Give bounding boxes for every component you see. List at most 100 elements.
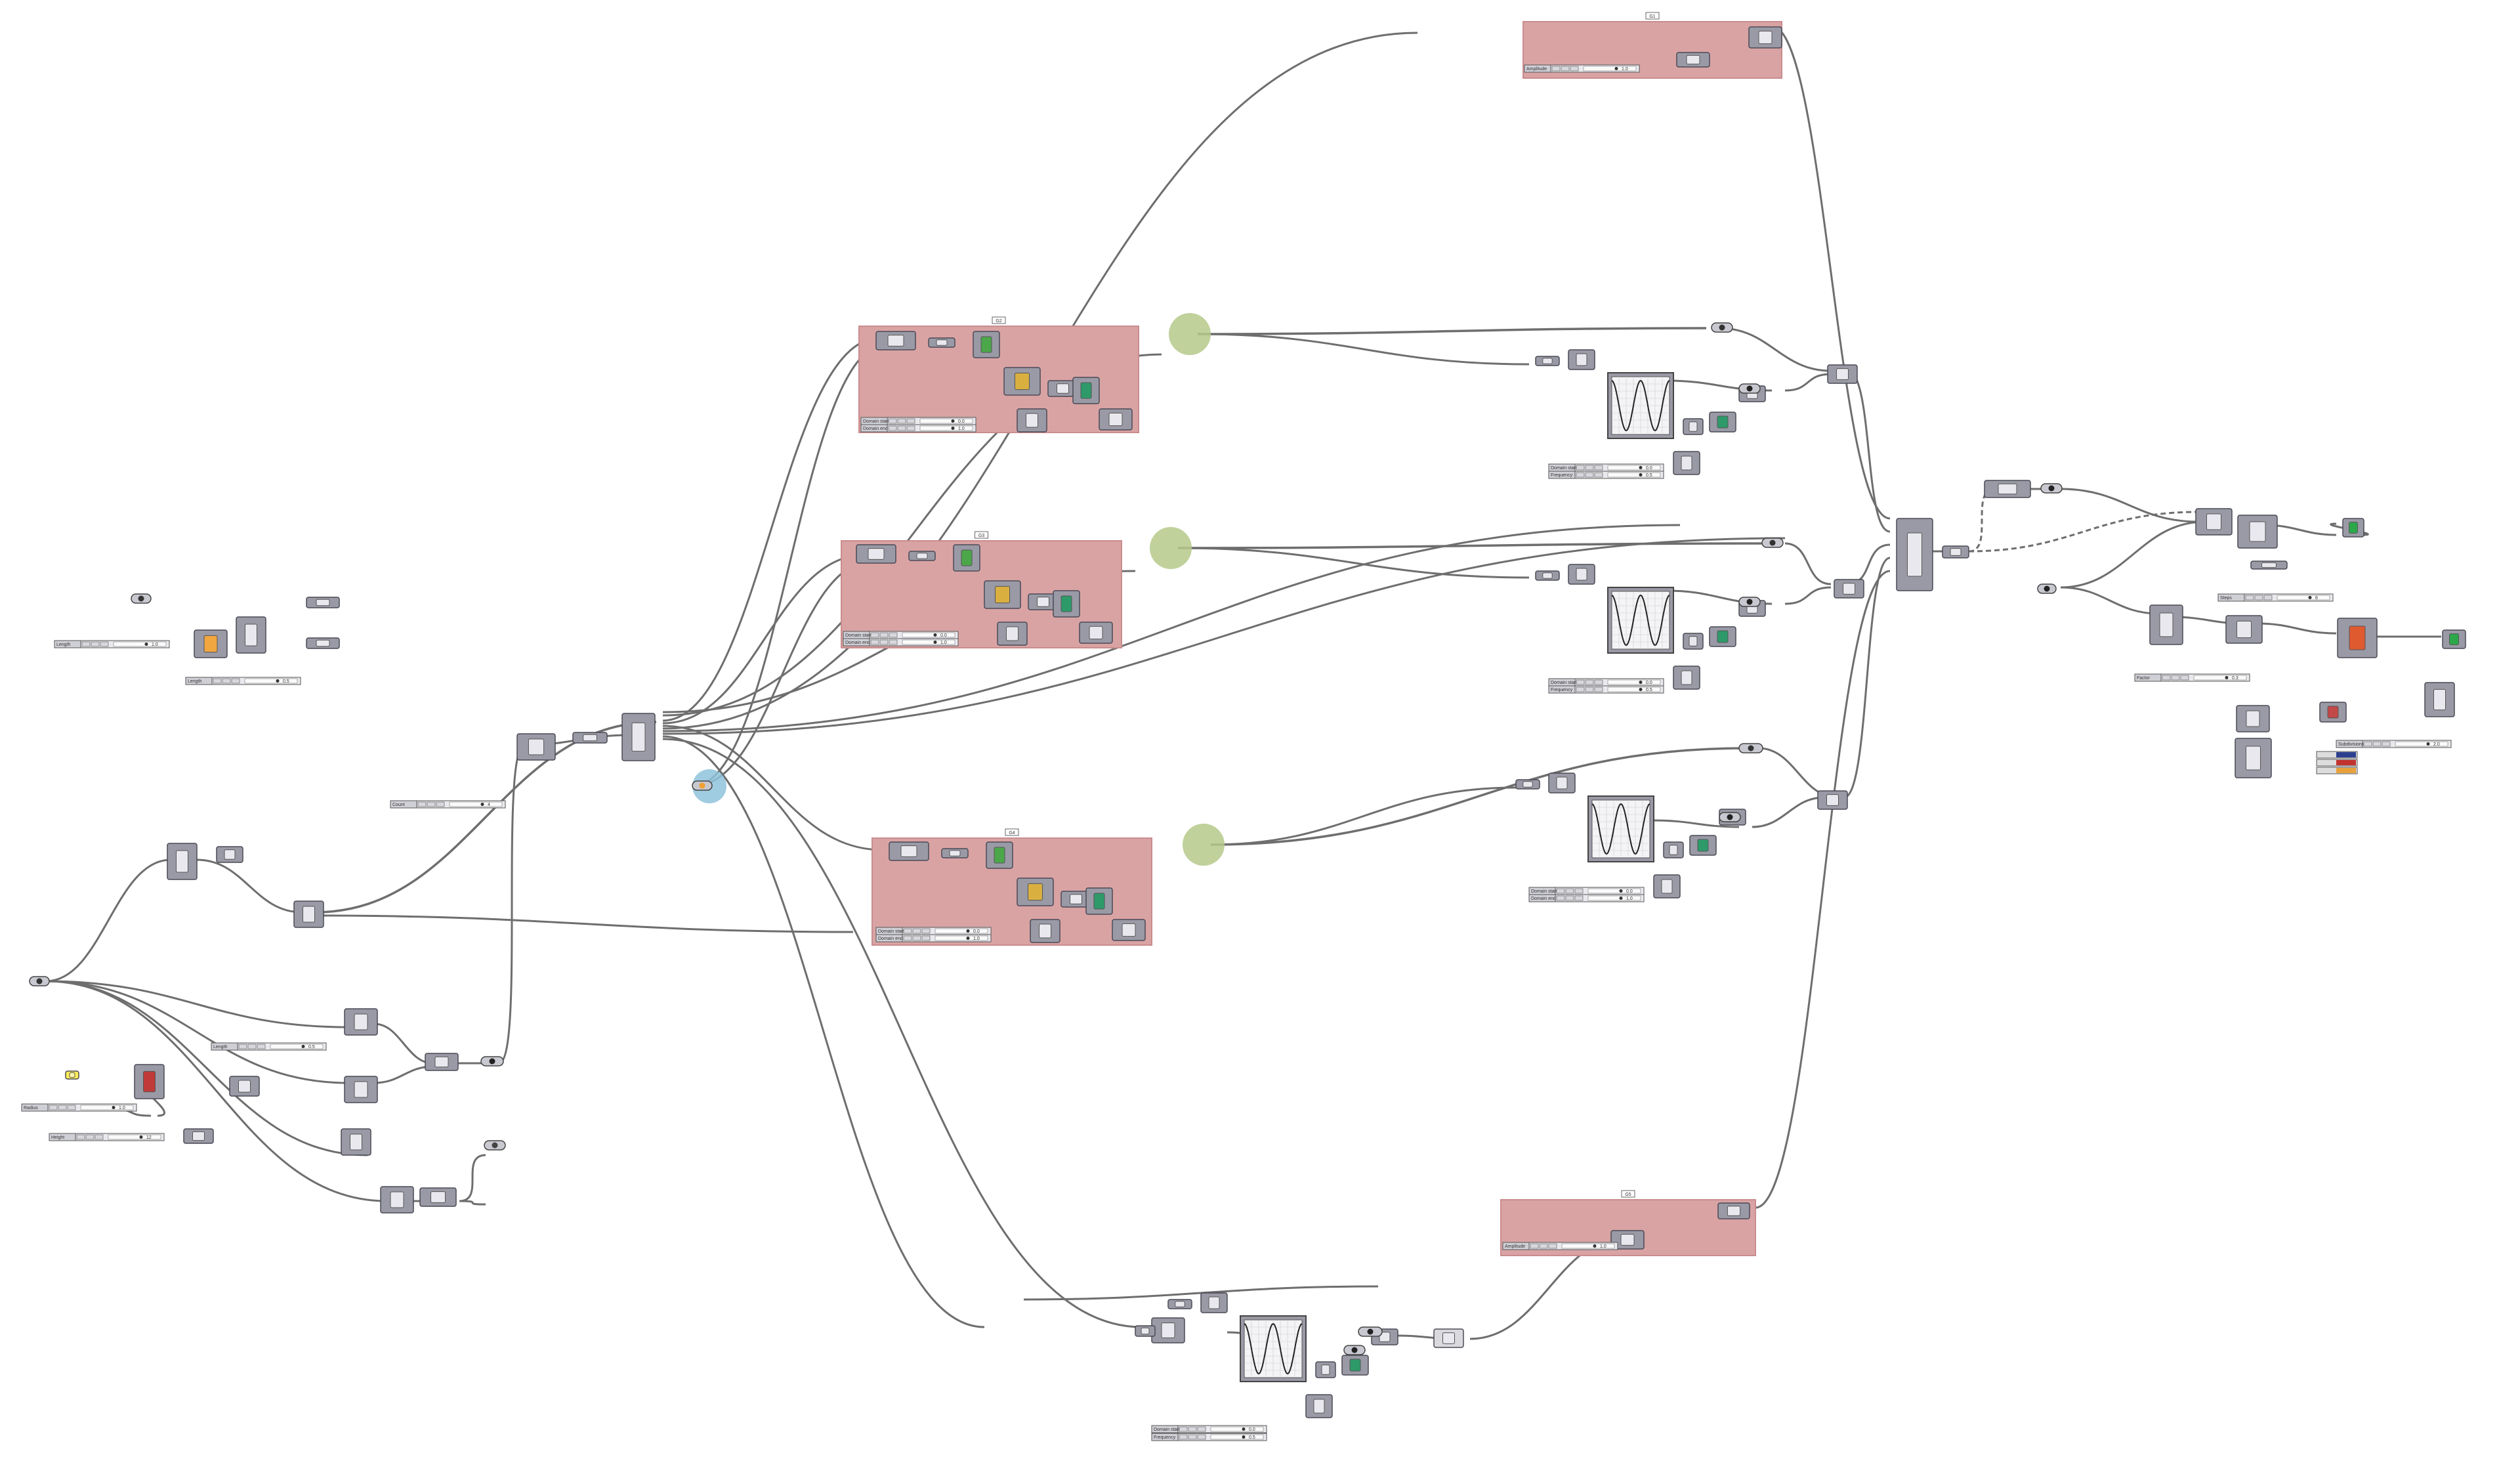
line2-component[interactable] bbox=[425, 1053, 459, 1071]
join-node-3[interactable] bbox=[1817, 790, 1848, 810]
circle-component[interactable] bbox=[229, 1076, 260, 1097]
relay-component[interactable] bbox=[1942, 545, 1969, 559]
plane-component[interactable] bbox=[216, 846, 243, 863]
slider-grip[interactable] bbox=[1619, 897, 1623, 900]
sine-node[interactable] bbox=[1568, 564, 1595, 585]
deconstruct-node[interactable] bbox=[1079, 622, 1113, 644]
slider-grip[interactable] bbox=[966, 937, 970, 940]
list-item-node[interactable] bbox=[1653, 874, 1681, 899]
curve-param-3[interactable] bbox=[1719, 812, 1741, 822]
graph-mapper-node[interactable] bbox=[986, 841, 1013, 869]
vector-component[interactable] bbox=[194, 629, 228, 658]
reverse-node[interactable] bbox=[1683, 633, 1704, 650]
range-node[interactable] bbox=[1017, 408, 1047, 433]
sine-node[interactable] bbox=[1200, 1292, 1228, 1313]
construct-component[interactable] bbox=[516, 733, 556, 761]
merge-node[interactable] bbox=[1072, 377, 1100, 404]
graph-mapper[interactable] bbox=[1240, 1315, 1307, 1382]
move-component[interactable] bbox=[344, 1008, 378, 1036]
hub-component[interactable] bbox=[621, 713, 656, 761]
slider-grip[interactable] bbox=[144, 643, 148, 646]
line-component[interactable] bbox=[293, 900, 324, 928]
series-node[interactable] bbox=[889, 841, 929, 861]
slider-grip[interactable] bbox=[1593, 1244, 1597, 1248]
slider-grip[interactable] bbox=[2225, 676, 2229, 679]
sine-node[interactable] bbox=[1548, 772, 1576, 793]
range-node[interactable] bbox=[997, 622, 1028, 646]
number-panel[interactable] bbox=[2250, 560, 2288, 570]
slider-grip[interactable] bbox=[276, 679, 280, 683]
panel-out-component[interactable] bbox=[306, 597, 340, 608]
merge-component[interactable] bbox=[1896, 518, 1933, 591]
expression-node[interactable] bbox=[1003, 367, 1041, 396]
panel-node[interactable] bbox=[941, 848, 969, 858]
join-node-2[interactable] bbox=[1834, 579, 1864, 599]
panel-node[interactable] bbox=[928, 337, 956, 348]
mass-addition-node[interactable] bbox=[1689, 835, 1717, 856]
reverse-node[interactable] bbox=[1683, 418, 1704, 435]
output-component[interactable] bbox=[2337, 618, 2378, 658]
number-node[interactable] bbox=[1515, 779, 1540, 790]
graph-mapper[interactable] bbox=[1607, 587, 1674, 654]
preview2-component[interactable] bbox=[2442, 629, 2466, 649]
panel-out-3[interactable] bbox=[484, 1140, 506, 1151]
slider-grip[interactable] bbox=[2426, 742, 2430, 746]
curve-param-1[interactable] bbox=[1738, 383, 1761, 394]
series-component[interactable] bbox=[380, 1186, 414, 1214]
mass-addition-node[interactable] bbox=[1341, 1355, 1369, 1376]
amp-node-bottom[interactable] bbox=[1717, 1202, 1750, 1219]
deconstruct-node[interactable] bbox=[1099, 408, 1133, 431]
deconstruct-node[interactable] bbox=[1112, 919, 1146, 941]
slider-grip[interactable] bbox=[1639, 681, 1643, 684]
color-swatch[interactable] bbox=[2336, 752, 2356, 757]
reverse-node[interactable] bbox=[1315, 1361, 1336, 1378]
series-node[interactable] bbox=[856, 544, 896, 564]
sine-node[interactable] bbox=[1568, 349, 1595, 370]
curve-param-2[interactable] bbox=[1738, 597, 1761, 607]
number-node[interactable] bbox=[1535, 570, 1560, 581]
slider-grip[interactable] bbox=[1242, 1435, 1246, 1439]
slider-grip[interactable] bbox=[951, 419, 955, 423]
list-item-node[interactable] bbox=[1673, 666, 1700, 690]
list-item-node[interactable] bbox=[1305, 1394, 1333, 1418]
slider-grip[interactable] bbox=[933, 633, 937, 637]
slider-grip[interactable] bbox=[2308, 596, 2312, 599]
join-node-1[interactable] bbox=[1827, 364, 1858, 384]
color-swatch[interactable] bbox=[2336, 760, 2356, 765]
reverse-node[interactable] bbox=[1663, 841, 1684, 858]
panel-toggle-1[interactable] bbox=[131, 593, 152, 604]
bool-toggle-1[interactable] bbox=[29, 976, 50, 986]
point-component[interactable] bbox=[236, 616, 266, 654]
sub-component[interactable] bbox=[183, 1128, 214, 1144]
custom-preview-component[interactable] bbox=[2235, 738, 2272, 778]
cylinder-component[interactable] bbox=[2424, 682, 2455, 717]
vector-param[interactable] bbox=[692, 780, 713, 791]
sphere-component[interactable] bbox=[2319, 702, 2347, 723]
expression-node[interactable] bbox=[1017, 878, 1054, 906]
slider-grip[interactable] bbox=[301, 1045, 305, 1048]
mass-addition-node[interactable] bbox=[1709, 626, 1736, 647]
color-component[interactable] bbox=[134, 1064, 165, 1099]
graph-mapper-node[interactable] bbox=[953, 544, 980, 572]
range-node[interactable] bbox=[1030, 919, 1060, 943]
slider-grip[interactable] bbox=[1619, 889, 1623, 893]
